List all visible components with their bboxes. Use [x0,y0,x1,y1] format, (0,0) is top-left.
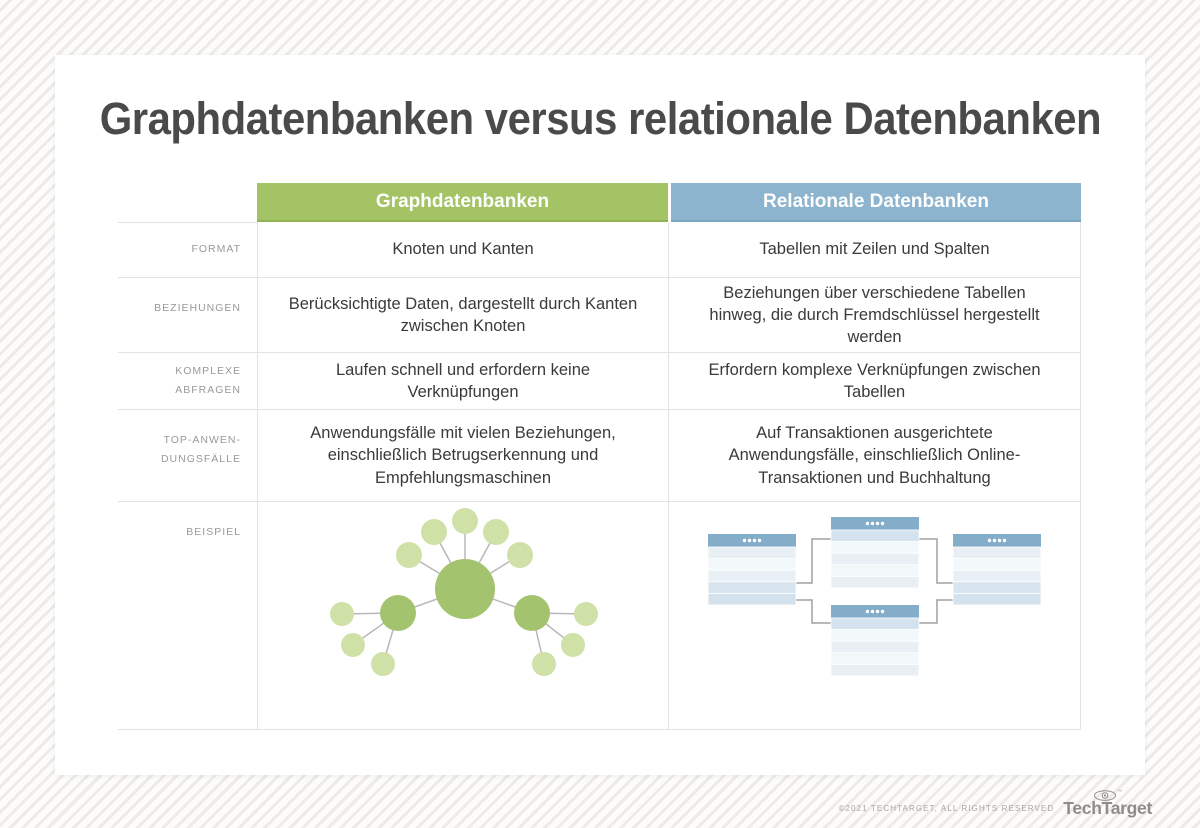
techtarget-logo: ™ TechTarget [1063,789,1152,818]
cell-format-graph: Knoten und Kanten [257,222,668,278]
cell-beispiel-graph [257,502,668,730]
trademark-symbol: ™ [1117,789,1123,795]
column-header-relational-label: Relationale Datenbanken [763,190,989,212]
cell-format-relational: Tabellen mit Zeilen und Spalten [668,222,1081,278]
row-label-top-anwendungsfaelle: TOP-ANWEN-DUNGSFÄLLE [118,410,257,502]
cell-beziehungen-relational: Beziehungen über verschiedene Tabellen h… [668,278,1081,353]
db-table-header-dots [865,609,884,614]
page-title: Graphdatenbanken versus relationale Date… [99,93,1101,144]
comparison-table: Graphdatenbanken Relationale Datenbanken… [118,183,1081,730]
column-header-graph-label: Graphdatenbanken [375,190,550,212]
brand-name: TechTarget [1063,798,1152,818]
cell-top-anwendungsfaelle-graph: Anwendungsfälle mit vielen Beziehungen, … [257,410,668,502]
graph-hub-nodes [380,595,550,631]
db-table-bottom [830,605,919,677]
cell-komplexe-abfragen-relational: Erfordern komplexe Verknüpfungen zwische… [668,353,1081,410]
content-card: Graphdatenbanken versus relationale Date… [55,55,1145,775]
relational-tables-diagram [707,517,1041,677]
cell-beziehungen-graph: Berücksichtigte Daten, dargestellt durch… [257,278,668,353]
graph-network-diagram [330,508,598,676]
header-spacer [118,183,257,222]
db-table-header-dots [742,538,761,543]
row-label-beziehungen: BEZIEHUNGEN [118,278,257,353]
db-table-right [952,534,1041,606]
db-table-header-dots [865,521,884,526]
graph-central-node [435,559,495,619]
eye-icon [1094,790,1117,801]
cell-komplexe-abfragen-graph: Laufen schnell und erfordern keine Verkn… [257,353,668,410]
column-header-relational: Relationale Datenbanken [668,183,1081,222]
row-label-beispiel: BEISPIEL [118,502,257,730]
foreign-key-connectors [795,538,953,624]
graph-leaf-nodes [330,508,598,676]
db-table-top [830,517,919,589]
cell-top-anwendungsfaelle-relational: Auf Transaktionen ausgerichtete Anwendun… [668,410,1081,502]
footer: ©2021 TECHTARGET, ALL RIGHTS RESERVED ™ … [838,789,1153,818]
row-label-komplexe-abfragen: KOMPLEXE ABFRAGEN [118,353,257,410]
column-header-graph: Graphdatenbanken [257,183,668,222]
db-table-left [707,534,796,606]
cell-beispiel-relational [668,502,1081,730]
db-table-header-dots [987,538,1006,543]
row-label-format: FORMAT [118,222,257,278]
copyright-text: ©2021 TECHTARGET, ALL RIGHTS RESERVED [838,803,1055,813]
